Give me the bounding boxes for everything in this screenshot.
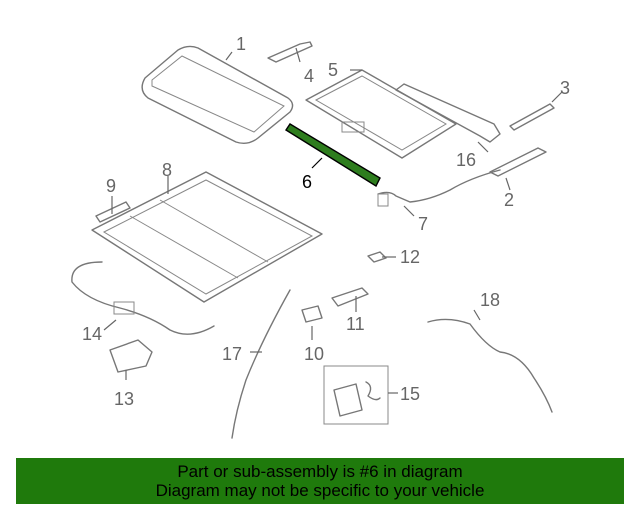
banner-line-disclaimer: Diagram may not be specific to your vehi…: [155, 481, 485, 500]
callout-4: 4: [304, 66, 314, 86]
part-2-drive: [489, 147, 547, 191]
callout-15: 15: [400, 384, 420, 404]
callout-13: 13: [114, 389, 134, 409]
part-4-bracket: [267, 41, 313, 63]
part-6-seal-highlighted: [285, 123, 381, 188]
banner-line-part: Part or sub-assembly is #6 in diagram: [177, 462, 463, 481]
part-7-cable: [377, 169, 501, 217]
callout-10: 10: [304, 344, 324, 364]
part-16-rail: [395, 83, 501, 153]
callout-9: 9: [106, 176, 116, 196]
callout-2: 2: [504, 190, 514, 210]
callout-17: 17: [222, 344, 242, 364]
callout-18: 18: [480, 290, 500, 310]
callout-16: 16: [456, 150, 476, 170]
part-17-tube: [231, 289, 291, 439]
callout-5: 5: [328, 60, 338, 80]
callout-3: 3: [560, 78, 570, 98]
callout-6: 6: [302, 172, 312, 192]
callout-11: 11: [346, 314, 365, 334]
part-info-banner: Part or sub-assembly is #6 in diagram Di…: [16, 458, 624, 504]
part-18-tube: [427, 309, 553, 413]
callout-14: 14: [82, 324, 102, 344]
part-1-glass-panel: [141, 45, 294, 145]
part-8-frame: [91, 171, 323, 303]
part-15-kit: [323, 365, 398, 425]
callout-1: 1: [236, 34, 246, 54]
callout-7: 7: [418, 214, 428, 234]
part-9-clip: [95, 196, 131, 223]
part-5-sunshade: [305, 69, 457, 159]
callout-8: 8: [162, 160, 172, 180]
callout-12: 12: [400, 247, 420, 267]
part-13-motor: [109, 339, 153, 380]
part-12-clip: [367, 251, 396, 263]
part-10-fastener: [301, 305, 323, 340]
part-11-bracket: [331, 287, 369, 312]
part-3-strip: [509, 91, 563, 131]
part-14-hose: [71, 261, 215, 335]
